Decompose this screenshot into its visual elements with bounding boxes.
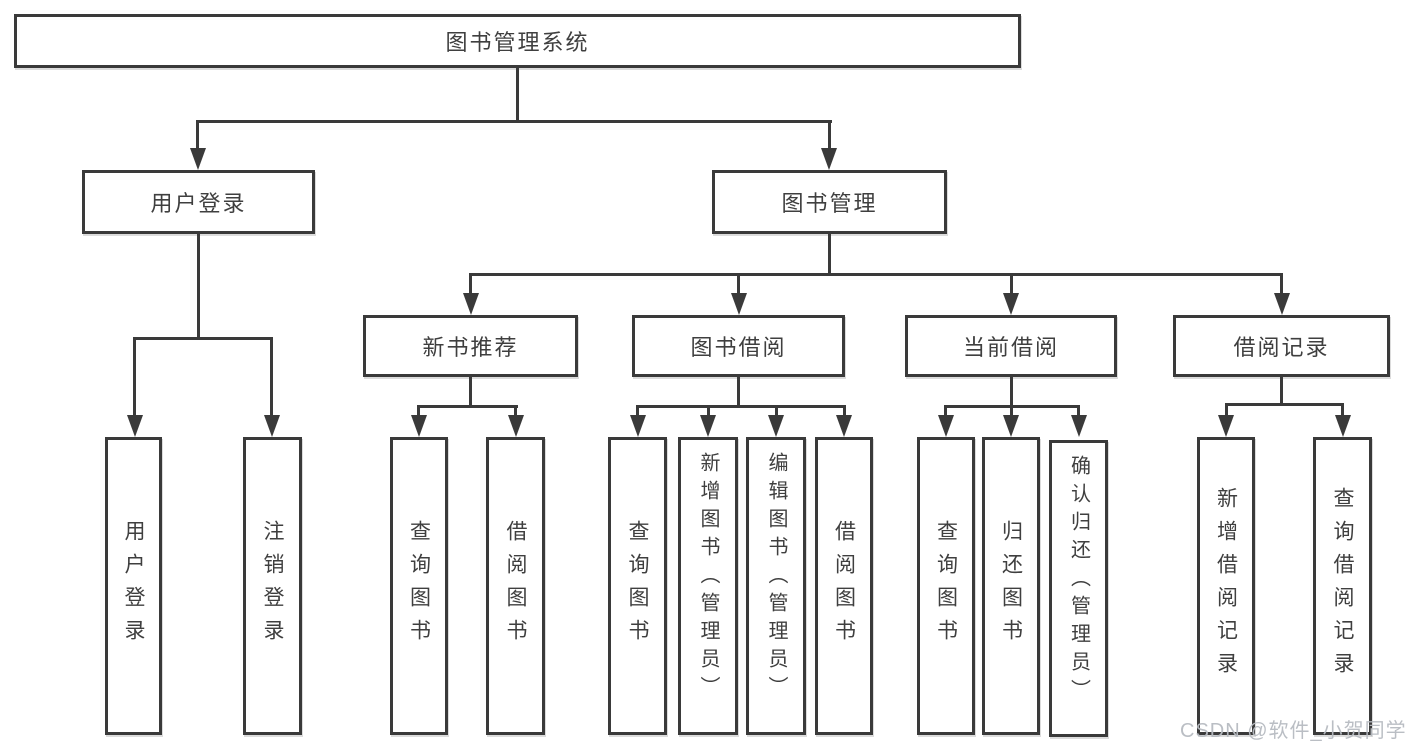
node-book-borrowing: 图书借阅 <box>632 315 845 377</box>
node-borrowing-records: 借阅记录 <box>1173 315 1390 377</box>
connector-line <box>1341 403 1344 415</box>
node-user-login: 用户登录 <box>82 170 315 234</box>
connector-line <box>516 68 519 120</box>
csdn-watermark: CSDN @软件_小贺同学 <box>1180 720 1405 742</box>
leaf-newrec-borrow-books: 借阅图书 <box>486 437 545 735</box>
leaf-newrec-query-books-label: 查询图书 <box>407 520 431 652</box>
node-book-borrowing-label: 图书借阅 <box>690 335 787 360</box>
connector-line <box>133 337 273 340</box>
connector-arrowhead <box>1218 415 1234 437</box>
connector-line <box>636 405 846 408</box>
connector-arrowhead <box>463 293 479 315</box>
connector-line <box>1010 405 1013 415</box>
leaf-borrow-edit-books-admin: 编辑图书（管理员） <box>746 437 806 735</box>
node-user-login-label: 用户登录 <box>150 191 247 216</box>
connector-line <box>1010 377 1013 405</box>
leaf-borrow-query-books-label: 查询图书 <box>626 520 649 652</box>
connector-line <box>1010 273 1013 293</box>
leaf-current-confirm-return-admin-label: 确认归还（管理员） <box>1067 455 1090 707</box>
leaf-borrow-borrow-books-label: 借阅图书 <box>832 520 856 652</box>
leaf-user-login: 用户登录 <box>105 437 162 735</box>
node-current-borrowing: 当前借阅 <box>905 315 1117 377</box>
connector-arrowhead <box>1071 415 1087 437</box>
connector-arrowhead <box>411 415 427 437</box>
connector-line <box>417 405 518 408</box>
connector-line <box>828 234 831 273</box>
connector-arrowhead <box>264 415 280 437</box>
connector-arrowhead <box>127 415 143 437</box>
leaf-records-query-record-label: 查询借阅记录 <box>1331 487 1354 685</box>
connector-line <box>196 120 199 148</box>
leaf-current-query-books-label: 查询图书 <box>934 520 958 652</box>
leaf-current-confirm-return-admin: 确认归还（管理员） <box>1049 440 1108 737</box>
leaf-borrow-add-books-admin-label: 新增图书（管理员） <box>697 452 719 704</box>
connector-arrowhead <box>1003 293 1019 315</box>
connector-line <box>270 337 273 415</box>
leaf-logout: 注销登录 <box>243 437 302 735</box>
connector-line <box>1280 273 1283 293</box>
leaf-borrow-query-books: 查询图书 <box>608 437 667 735</box>
leaf-newrec-query-books: 查询图书 <box>390 437 448 735</box>
connector-arrowhead <box>1274 293 1290 315</box>
leaf-logout-label: 注销登录 <box>261 520 284 652</box>
leaf-current-query-books: 查询图书 <box>917 437 975 735</box>
connector-line <box>514 405 517 415</box>
node-book-management: 图书管理 <box>712 170 947 234</box>
connector-arrowhead <box>938 415 954 437</box>
connector-line <box>828 120 831 148</box>
connector-arrowhead <box>836 415 852 437</box>
connector-arrowhead <box>821 148 837 170</box>
connector-line <box>469 273 1283 276</box>
leaf-records-query-record: 查询借阅记录 <box>1313 437 1372 735</box>
connector-line <box>469 377 472 405</box>
leaf-records-add-record: 新增借阅记录 <box>1197 437 1255 735</box>
connector-line <box>843 405 846 415</box>
node-borrowing-records-label: 借阅记录 <box>1233 335 1330 360</box>
node-new-book-recommendation-label: 新书推荐 <box>422 335 519 360</box>
connector-line <box>1280 377 1283 403</box>
leaf-borrow-borrow-books: 借阅图书 <box>815 437 873 735</box>
connector-line <box>636 405 639 415</box>
connector-line <box>737 377 740 405</box>
connector-arrowhead <box>700 415 716 437</box>
connector-line <box>133 337 136 415</box>
connector-arrowhead <box>1003 415 1019 437</box>
node-book-management-label: 图书管理 <box>781 191 878 216</box>
connector-line <box>469 273 472 293</box>
connector-arrowhead <box>630 415 646 437</box>
connector-line <box>1225 403 1228 415</box>
leaf-current-return-books: 归还图书 <box>982 437 1040 735</box>
connector-arrowhead <box>731 293 747 315</box>
connector-arrowhead <box>190 148 206 170</box>
node-current-borrowing-label: 当前借阅 <box>962 335 1059 360</box>
node-library-management-system-label: 图书管理系统 <box>445 30 590 55</box>
connector-arrowhead <box>1335 415 1351 437</box>
connector-line <box>944 405 947 415</box>
leaf-user-login-label: 用户登录 <box>122 520 145 652</box>
node-new-book-recommendation: 新书推荐 <box>363 315 578 377</box>
connector-line <box>775 405 778 415</box>
connector-line <box>1225 403 1344 406</box>
connector-line <box>197 234 200 337</box>
leaf-borrow-add-books-admin: 新增图书（管理员） <box>678 437 738 735</box>
connector-line <box>1077 405 1080 415</box>
leaf-borrow-edit-books-admin-label: 编辑图书（管理员） <box>765 452 787 704</box>
connector-line <box>196 120 832 123</box>
leaf-current-return-books-label: 归还图书 <box>999 520 1023 652</box>
leaf-newrec-borrow-books-label: 借阅图书 <box>504 520 527 652</box>
node-library-management-system: 图书管理系统 <box>14 14 1021 68</box>
connector-line <box>707 405 710 415</box>
connector-arrowhead <box>508 415 524 437</box>
connector-arrowhead <box>768 415 784 437</box>
connector-line <box>737 273 740 293</box>
leaf-records-add-record-label: 新增借阅记录 <box>1214 487 1238 685</box>
connector-line <box>417 405 420 415</box>
